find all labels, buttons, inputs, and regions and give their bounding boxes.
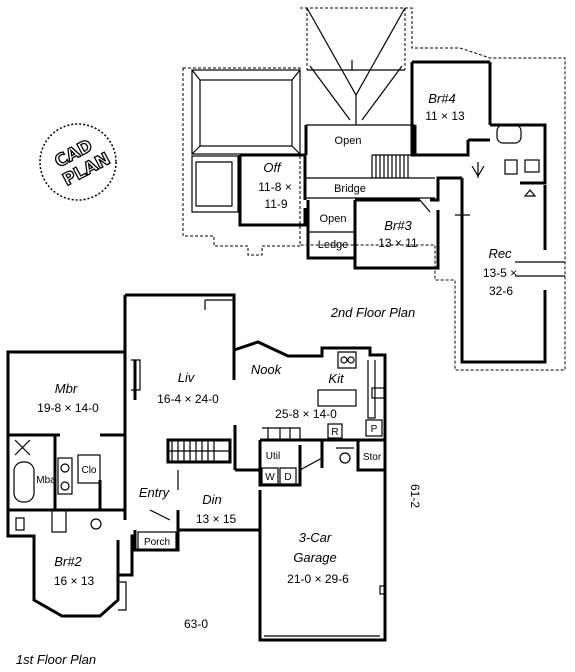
room-bridge: Bridge xyxy=(334,183,366,195)
room-rec-dim1: 13-5 × xyxy=(483,266,517,280)
room-p: P xyxy=(371,424,378,435)
room-porch: Porch xyxy=(144,537,170,548)
room-off-name: Off xyxy=(263,160,282,175)
room-rec-dim2: 32-6 xyxy=(489,284,513,298)
depth-dimension: 61-2 xyxy=(408,484,422,508)
second-floor-plan: Open Br#4 11 × 13 Off 11-8 × 11-9 Bridge… xyxy=(182,7,566,371)
cad-plan-badge: CAD PLAN xyxy=(39,123,117,201)
room-din-name: Din xyxy=(202,492,222,507)
room-mba: Mba xyxy=(36,475,56,486)
room-entry: Entry xyxy=(139,485,171,500)
room-util: Util xyxy=(266,451,280,462)
room-kit-name: Kit xyxy=(328,371,345,386)
room-br2-name: Br#2 xyxy=(54,554,82,569)
room-nook: Nook xyxy=(251,362,283,377)
width-dimension: 63-0 xyxy=(184,617,208,631)
second-floor-title: 2nd Floor Plan xyxy=(330,305,416,320)
room-r: R xyxy=(331,427,338,438)
stair-2nd xyxy=(371,154,412,178)
room-d: D xyxy=(284,472,291,483)
room-off-dim1: 11-8 × xyxy=(258,180,291,194)
first-floor-title: 1st Floor Plan xyxy=(16,652,96,667)
room-liv-dim: 16-4 × 24-0 xyxy=(157,392,219,406)
room-rec-name: Rec xyxy=(488,246,512,261)
room-garage-dim: 21-0 × 29-6 xyxy=(287,572,349,586)
room-garage-name1: 3-Car xyxy=(299,530,332,545)
room-open-top: Open xyxy=(335,135,362,147)
room-off-dim2: 11-9 xyxy=(264,197,287,211)
room-mbr-dim: 19-8 × 14-0 xyxy=(37,401,99,415)
first-floor-plan: Mbr 19-8 × 14-0 Mba Clo Liv 16-4 × 24-0 … xyxy=(6,293,422,667)
room-br4-name: Br#4 xyxy=(428,91,455,106)
room-br4-dim: 11 × 13 xyxy=(425,109,465,123)
room-clo: Clo xyxy=(81,465,96,476)
room-br2-dim: 16 × 13 xyxy=(54,574,95,588)
room-liv-name: Liv xyxy=(178,370,196,385)
room-w: W xyxy=(265,472,275,483)
room-ledge: Ledge xyxy=(318,239,349,251)
stair-1st xyxy=(166,438,232,464)
room-br3-name: Br#3 xyxy=(384,218,412,233)
room-stor: Stor xyxy=(363,452,382,463)
room-mbr-name: Mbr xyxy=(55,381,78,396)
room-br3-dim: 13 × 11 xyxy=(378,236,418,250)
room-garage-name2: Garage xyxy=(293,550,336,565)
room-kit-dim: 25-8 × 14-0 xyxy=(275,407,337,421)
room-din-dim: 13 × 15 xyxy=(196,512,237,526)
room-open-mid: Open xyxy=(320,213,347,225)
